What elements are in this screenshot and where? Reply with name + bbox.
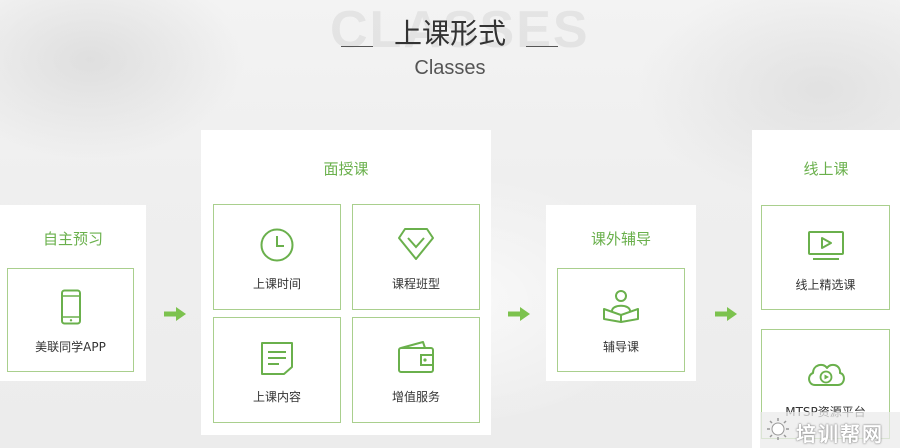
item-class-type[interactable]: 课程班型	[352, 204, 480, 310]
document-icon	[259, 340, 295, 380]
item-label: 上课内容	[252, 390, 301, 404]
card-title: 线上课	[803, 160, 849, 178]
arrow-right-icon	[715, 307, 737, 321]
card-extracurricular: 课外辅导 辅导课	[546, 205, 696, 381]
title-left-line	[341, 46, 373, 47]
item-label: 线上精选课	[795, 278, 856, 292]
item-value-added[interactable]: 增值服务	[352, 317, 480, 423]
item-class-content[interactable]: 上课内容	[213, 317, 341, 423]
item-label: 辅导课	[602, 340, 639, 354]
arrow-right-icon	[164, 307, 186, 321]
item-label: 课程班型	[391, 277, 440, 291]
site-watermark-text: 培训帮网	[796, 422, 884, 446]
cloud-play-icon	[805, 358, 847, 392]
card-face-to-face: 面授课 上课时间 课程班型 上课内容	[201, 130, 491, 435]
title-right-line	[526, 46, 558, 47]
tutor-reading-icon	[602, 289, 640, 327]
section-subtitle: Classes	[414, 57, 486, 79]
site-watermark: 培训帮网	[760, 412, 900, 448]
card-online: 线上课 线上精选课 MTSP资源平台	[752, 130, 900, 448]
diamond-icon	[397, 227, 435, 265]
clock-icon	[259, 227, 295, 267]
item-label: 上课时间	[252, 277, 301, 291]
card-title: 面授课	[323, 160, 369, 178]
card-title: 课外辅导	[590, 230, 651, 248]
section-title: 上课形式	[393, 17, 506, 50]
item-label: 增值服务	[391, 390, 440, 404]
smartphone-icon	[60, 289, 82, 329]
card-self-study: 自主预习 美联同学APP	[0, 205, 146, 381]
item-app[interactable]: 美联同学APP	[7, 268, 134, 372]
item-tutoring[interactable]: 辅导课	[557, 268, 685, 372]
item-class-time[interactable]: 上课时间	[213, 204, 341, 310]
item-online-selected[interactable]: 线上精选课	[761, 205, 890, 310]
card-title: 自主预习	[42, 230, 103, 248]
sun-logo-icon	[766, 417, 790, 445]
wallet-icon	[397, 340, 435, 378]
background-watermark-text: CLASSES	[330, 1, 590, 59]
item-label: 美联同学APP	[35, 340, 106, 354]
video-screen-icon	[807, 230, 845, 266]
arrow-right-icon	[508, 307, 530, 321]
